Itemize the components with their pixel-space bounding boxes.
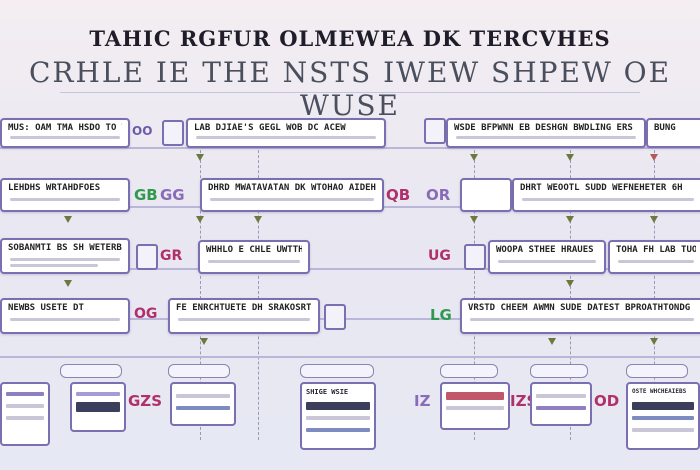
tag-label: IZ [414, 392, 431, 410]
stage-pill [626, 364, 688, 378]
flow-box: SOBANMTI BS SH WETERBRAT [0, 238, 130, 274]
connector-line [0, 318, 700, 320]
flow-box: MUS: OAM TMA HSDO TO WSBN [0, 118, 130, 148]
flow-arrow [470, 154, 478, 161]
section-divider [60, 92, 640, 93]
flow-arrow [650, 154, 658, 161]
flow-box: WOOPA STHEE HRAUES [488, 240, 606, 274]
connector-line [570, 140, 571, 440]
flow-arrow [64, 280, 72, 287]
flow-box: DHRD MWATAVATAN DK WTOHAO AIDEHO KH [200, 178, 384, 212]
tag-label: GB [134, 186, 158, 204]
screen-thumbnail [170, 382, 236, 426]
document-icon [424, 118, 446, 144]
connector-line [200, 140, 201, 440]
connector-line [258, 140, 259, 440]
flow-arrow [470, 216, 478, 223]
document-icon [162, 120, 184, 146]
stage-pill [440, 364, 498, 378]
flow-box: WHHLO E CHLE UWTTHE [198, 240, 310, 274]
flow-arrow [650, 216, 658, 223]
screen-thumbnail [530, 382, 592, 426]
document-icon [136, 244, 158, 270]
flow-arrow [548, 338, 556, 345]
screen-thumbnail: SHIGE WSIE [300, 382, 376, 450]
screen-thumbnail [440, 382, 510, 430]
flow-arrow [196, 154, 204, 161]
stage-pill [168, 364, 230, 378]
stage-pill [60, 364, 122, 378]
screen-thumbnail: OSTE WHCHEAIEBS [626, 382, 700, 450]
tag-label: QB [386, 186, 411, 204]
flow-box: DHRT WEOOTL SUDD WEFNEHETER 6H [512, 178, 700, 212]
flow-box: LEHDHS WRTAHDFOES [0, 178, 130, 212]
flow-arrow [566, 216, 574, 223]
connector-line [0, 268, 700, 270]
connector-line [0, 147, 700, 149]
document-icon [464, 244, 486, 270]
flow-arrow [200, 338, 208, 345]
diagram-subtitle: CRHLE IE THE NSTS IWEW SHPEW OE WUSE [28, 56, 672, 122]
tag-label: OR [426, 186, 451, 204]
connector-line [0, 356, 700, 358]
tag-label: OO [132, 124, 153, 138]
tag-label: GZS [128, 392, 162, 410]
flow-arrow [254, 216, 262, 223]
flow-box: WSDE BFPWNN EB DESHGN BWDLING ERS [446, 118, 646, 148]
flow-arrow [64, 216, 72, 223]
stage-pill [530, 364, 588, 378]
flow-box: FE ENRCHTUETE DH SRAKOSRT [168, 298, 320, 334]
stage-pill [300, 364, 374, 378]
flow-box: NEWBS USETE DT [0, 298, 130, 334]
flow-arrow [566, 154, 574, 161]
flow-box: VRSTD CHEEM AWMN SUDE DATEST BPROATHTOND… [460, 298, 700, 334]
tag-label: GG [160, 186, 185, 204]
thumb-label: SHIGE WSIE [306, 388, 349, 396]
document-icon [324, 304, 346, 330]
tag-label: GR [160, 248, 183, 264]
flow-arrow [566, 280, 574, 287]
thumb-label: OSTE WHCHEAIEBS [632, 388, 687, 395]
flow-arrow [650, 338, 658, 345]
connector-line [474, 140, 475, 440]
tag-label: OG [134, 306, 158, 322]
diagram-title: TAHIC RGFUR OLMEWEA DK TERCVHES [89, 26, 611, 51]
screen-thumbnail [0, 382, 50, 446]
tag-label: LG [430, 306, 452, 324]
flow-box: BUNG [646, 118, 700, 148]
flow-box: TOHA FH LAB TUOHP [608, 240, 700, 274]
connector-line [654, 140, 655, 440]
screen-thumbnail [70, 382, 126, 432]
flow-box: LAB DJIAE'S GEGL WOB DC ACEW [186, 118, 386, 148]
tag-label: OD [594, 392, 620, 410]
flow-box [460, 178, 512, 212]
flow-arrow [196, 216, 204, 223]
tag-label: UG [428, 248, 451, 264]
